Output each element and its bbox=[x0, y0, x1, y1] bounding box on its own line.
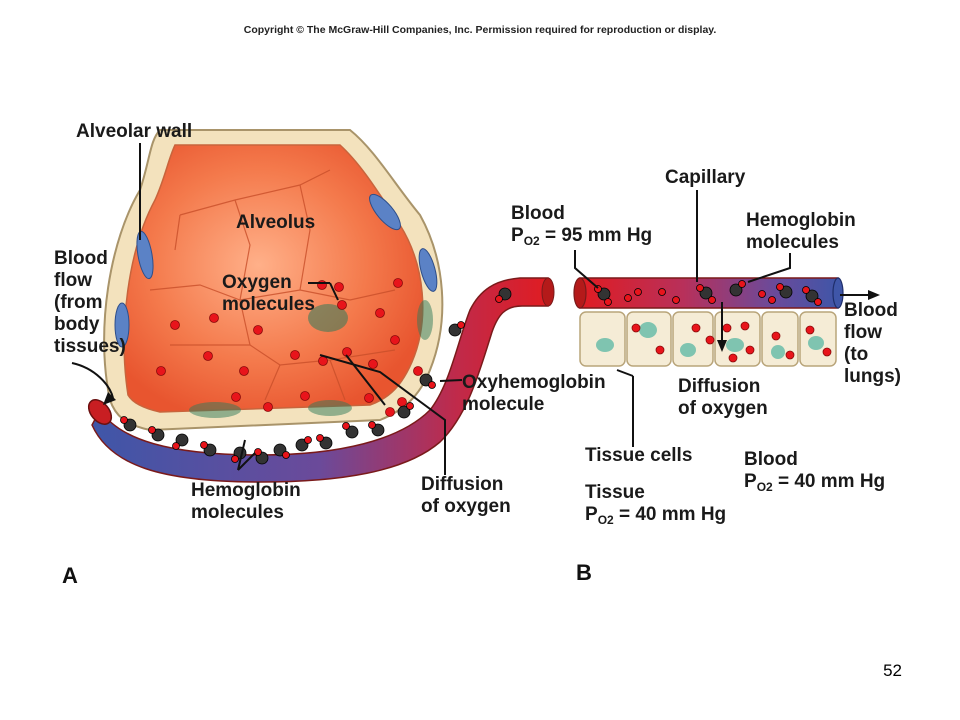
label-hemoglobin-b: Hemoglobin molecules bbox=[746, 210, 856, 254]
label-oxygen-molecules: Oxygen molecules bbox=[222, 272, 315, 316]
o2-subscript: O2 bbox=[756, 480, 773, 494]
tissue-nucleus bbox=[639, 322, 657, 338]
panel-letter-b: B bbox=[576, 560, 592, 585]
label-blood-po2-95: Blood PO2 = 95 mm Hg bbox=[511, 203, 652, 252]
copyright-notice: Copyright © The McGraw-Hill Companies, I… bbox=[243, 24, 717, 36]
label-blood-flow-from-tissues: Blood flow (from body tissues) bbox=[54, 248, 126, 358]
hemoglobin-molecules-a bbox=[120, 287, 512, 465]
vessel-end-b bbox=[832, 277, 844, 309]
label-diffusion-b-line: of oxygen bbox=[678, 398, 768, 419]
label-blood-flow-line: (from bbox=[54, 292, 103, 313]
label-blood-po2-40: Blood PO2 = 40 mm Hg bbox=[744, 449, 885, 498]
label-blood-bottom-line: Blood bbox=[744, 449, 798, 470]
label-po2-95: PO2 = 95 mm Hg bbox=[511, 225, 652, 252]
p-symbol: P bbox=[585, 504, 598, 525]
po2-value: = 40 mm Hg bbox=[618, 504, 727, 525]
label-diffusion-a: Diffusion of oxygen bbox=[421, 474, 511, 518]
leader-lines bbox=[71, 143, 870, 475]
o2-subscript: O2 bbox=[597, 513, 614, 527]
label-oxygen-molecules-line: molecules bbox=[222, 294, 315, 315]
label-hemoglobin-b-line: molecules bbox=[746, 232, 839, 253]
label-tissue-line: Tissue bbox=[585, 482, 645, 503]
vessel-end-a bbox=[541, 277, 555, 307]
label-capillary: Capillary bbox=[665, 167, 746, 188]
wall-cell bbox=[369, 193, 401, 231]
tissue-nucleus bbox=[808, 336, 824, 350]
panel-letter-a: A bbox=[62, 563, 78, 588]
alveolar-cell-nucleus bbox=[308, 304, 348, 332]
tissue-nucleus bbox=[726, 338, 744, 352]
o2-subscript: O2 bbox=[523, 234, 540, 248]
hemoglobin-molecules-b bbox=[594, 280, 822, 306]
label-blood-flow-to-lungs: Blood flow (to lungs) bbox=[844, 300, 901, 388]
label-blood-flow-line: flow bbox=[54, 270, 92, 291]
label-blood-flow-b-line: Blood bbox=[844, 300, 898, 321]
tissue-nucleus bbox=[680, 343, 696, 357]
label-blood-flow-line: Blood bbox=[54, 248, 108, 269]
label-blood-flow-b-line: (to bbox=[844, 344, 869, 365]
label-diffusion-b: Diffusion of oxygen bbox=[678, 376, 768, 420]
label-alveolus: Alveolus bbox=[236, 212, 316, 233]
alveolar-cell-nucleus bbox=[308, 400, 352, 416]
label-blood-flow-b-line: flow bbox=[844, 322, 882, 343]
tissue-nucleus bbox=[596, 338, 614, 352]
label-blood-flow-b-line: lungs) bbox=[844, 366, 901, 387]
label-hemoglobin-a-line: Hemoglobin bbox=[191, 480, 301, 501]
vessel-opening-b bbox=[573, 277, 587, 309]
p-symbol: P bbox=[744, 471, 757, 492]
label-diffusion-a-line: Diffusion bbox=[421, 474, 504, 495]
label-diffusion-b-line: Diffusion bbox=[678, 376, 761, 397]
oxygen-molecules bbox=[156, 278, 832, 417]
label-oxygen-molecules-line: Oxygen bbox=[222, 272, 292, 293]
label-hemoglobin-b-line: Hemoglobin bbox=[746, 210, 856, 231]
alveolar-cell-nucleus bbox=[417, 300, 433, 340]
label-diffusion-a-line: of oxygen bbox=[421, 496, 511, 517]
arrowheads bbox=[103, 290, 880, 405]
wall-cell bbox=[418, 248, 438, 292]
vessel-opening-a bbox=[87, 399, 113, 425]
alveolar-cell-nucleus bbox=[189, 402, 241, 418]
po2-value: = 40 mm Hg bbox=[777, 471, 886, 492]
wall-cell bbox=[114, 302, 130, 348]
label-hemoglobin-a-line: molecules bbox=[191, 502, 284, 523]
label-oxyhemoglobin-line: molecule bbox=[462, 394, 545, 415]
label-tissue-po2-40: Tissue PO2 = 40 mm Hg bbox=[585, 482, 726, 531]
po2-value: = 95 mm Hg bbox=[544, 225, 653, 246]
label-alveolar-wall: Alveolar wall bbox=[76, 121, 193, 142]
label-blood-flow-line: body bbox=[54, 314, 100, 335]
alveolus-shape bbox=[103, 129, 444, 432]
p-symbol: P bbox=[511, 225, 524, 246]
label-oxyhemoglobin: Oxyhemoglobin molecule bbox=[462, 372, 606, 416]
label-blood-top-line: Blood bbox=[511, 203, 565, 224]
page-number: 52 bbox=[883, 661, 902, 680]
tissue-cell bbox=[626, 311, 672, 367]
label-blood-flow-line: tissues) bbox=[54, 336, 126, 357]
label-tissue-cells: Tissue cells bbox=[585, 445, 693, 466]
label-oxyhemoglobin-line: Oxyhemoglobin bbox=[462, 372, 606, 393]
label-hemoglobin-a: Hemoglobin molecules bbox=[191, 480, 301, 524]
alveolar-cell-boundaries bbox=[149, 169, 396, 401]
label-blood-bottom-po2: PO2 = 40 mm Hg bbox=[744, 471, 885, 498]
capillary-vessel-a bbox=[87, 277, 555, 483]
label-tissue-po2: PO2 = 40 mm Hg bbox=[585, 504, 726, 531]
tissue-nucleus bbox=[771, 345, 785, 359]
